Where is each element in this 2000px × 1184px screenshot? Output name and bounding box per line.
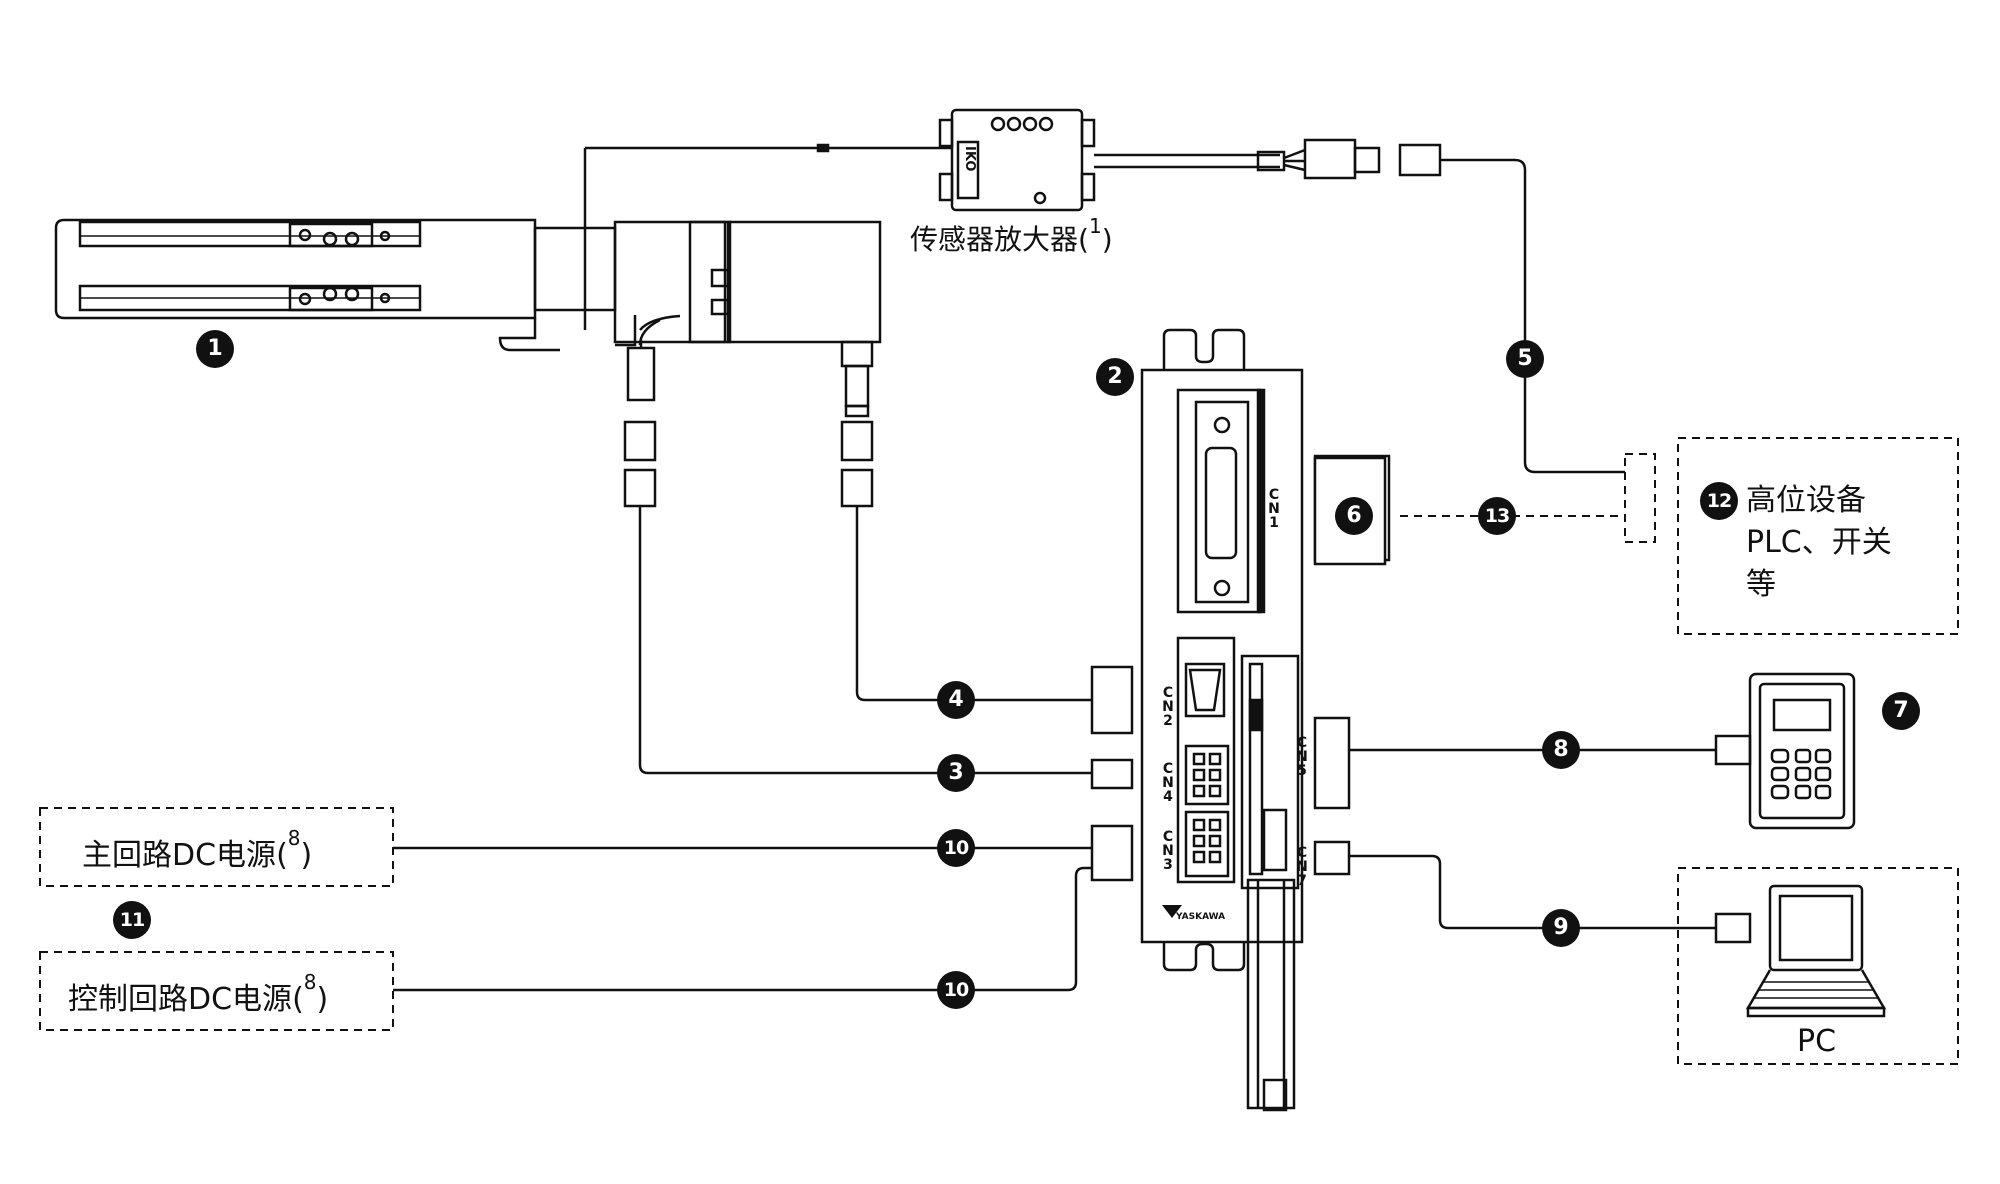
main-dc-note: 8 [287, 826, 301, 850]
callout-10-main: 10 [937, 829, 975, 867]
cn7-label: CN7 [1296, 845, 1308, 889]
callout-10-ctrl: 10 [937, 971, 975, 1009]
host-line-2: PLC、开关 [1746, 525, 1892, 560]
host-device-label: 高位设备 PLC、开关 等 [1746, 480, 1892, 606]
ctrl-dc-note-open: ( [292, 982, 304, 1017]
callout-11: 11 [113, 901, 151, 939]
ctrl-dc-note-close: ) [316, 982, 329, 1017]
host-line-1: 高位设备 [1746, 483, 1866, 518]
laptop [1745, 884, 1887, 1018]
ctrl-dc-text: 控制回路DC电源 [68, 982, 293, 1017]
sensor-amp-label: 传感器放大器(1) [910, 214, 1113, 258]
callout-4: 4 [937, 681, 975, 719]
callout-13: 13 [1478, 497, 1516, 535]
linear-actuator [54, 146, 882, 408]
callout-3: 3 [937, 754, 975, 792]
cn2-label: CN2 [1162, 685, 1174, 729]
iko-logo: IKO [962, 146, 977, 172]
main-dc-label: 主回路DC电源(8) [82, 826, 313, 874]
sensor-amp-note: 1 [1088, 214, 1102, 238]
main-dc-note-close: ) [300, 838, 313, 873]
ctrl-dc-label: 控制回路DC电源(8) [68, 970, 329, 1018]
sensor-amp-note-close: ) [1101, 223, 1113, 256]
yaskawa-logo: YASKAWA [1176, 912, 1226, 922]
pc-label: PC [1797, 1024, 1837, 1059]
ctrl-dc-note: 8 [303, 970, 317, 994]
callout-8: 8 [1542, 731, 1580, 769]
servo-drive [1140, 328, 1304, 1112]
callout-1: 1 [196, 330, 234, 368]
callout-5: 5 [1506, 340, 1544, 378]
host-line-3: 等 [1746, 567, 1776, 602]
callout-6: 6 [1335, 497, 1373, 535]
sensor-amp-text: 传感器放大器 [910, 223, 1079, 256]
cn5-label: CN5 [1296, 735, 1308, 779]
sensor-amplifier [816, 108, 1625, 474]
cn4-label: CN4 [1162, 761, 1174, 805]
cn1-label: CN1 [1268, 487, 1280, 531]
callout-9: 9 [1542, 909, 1580, 947]
cn3-label: CN3 [1162, 829, 1174, 873]
callout-7: 7 [1882, 692, 1920, 730]
callout-12: 12 [1700, 482, 1738, 520]
main-dc-note-open: ( [276, 838, 288, 873]
main-dc-text: 主回路DC电源 [82, 838, 277, 873]
callout-2: 2 [1096, 358, 1134, 396]
digital-operator [1748, 672, 1856, 830]
sensor-amp-note-open: ( [1078, 223, 1089, 256]
